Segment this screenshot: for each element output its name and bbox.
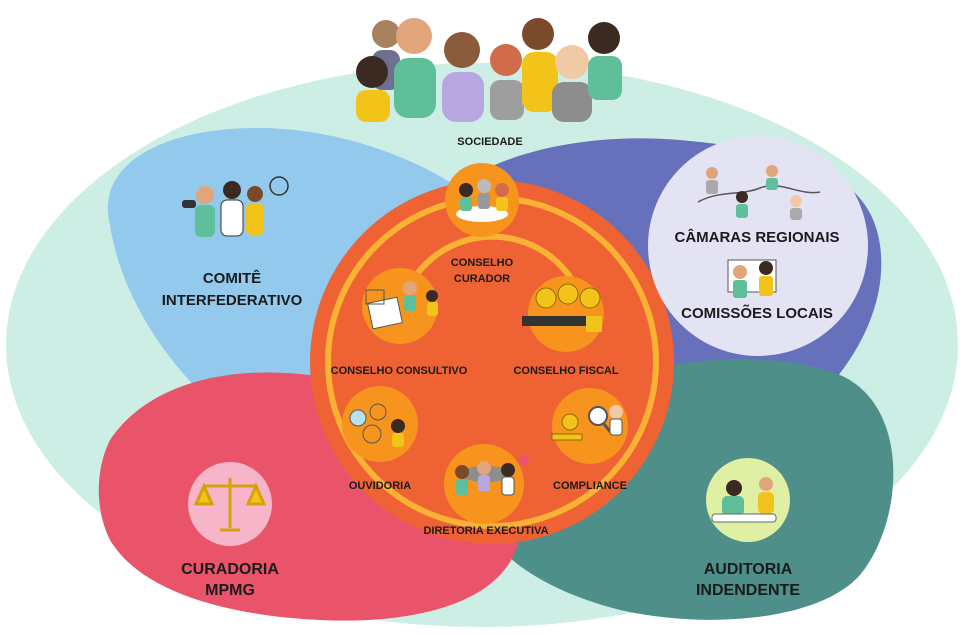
diretoria-executiva-label: DIRETORIA EXECUTIVA	[423, 525, 548, 537]
auditoria-icon-circle	[706, 458, 790, 542]
people-group-icon	[356, 18, 622, 122]
conselho-consultivo-label: CONSELHO CONSULTIVO	[331, 365, 468, 377]
local-meeting-icon	[727, 259, 777, 298]
auditoria-label-line1: AUDITORIA	[704, 561, 793, 578]
sociedade-label: SOCIEDADE	[457, 136, 522, 148]
camaras-regionais-label: CÂMARAS REGIONAIS	[674, 228, 839, 246]
compliance-node	[552, 388, 628, 464]
people-helping-icon	[711, 477, 777, 523]
conselho-curador-label-line2: CURADOR	[454, 273, 510, 285]
compliance-label: COMPLIANCE	[553, 480, 627, 492]
conselho-fiscal-label: CONSELHO FISCAL	[513, 365, 618, 377]
regional-map-icon	[697, 165, 821, 220]
coins-money-icon	[522, 283, 602, 332]
scales-icon	[193, 478, 267, 532]
comissoes-locais-label: COMISSÕES LOCAIS	[681, 304, 833, 322]
binoculars-people-icon	[182, 176, 289, 237]
auditoria-label-line2: INDENDENTE	[696, 582, 800, 599]
curadoria-label-line1: CURADORIA	[181, 561, 279, 578]
regional-inner-circle	[648, 136, 868, 356]
comite-label-line2: INTERFEDERATIVO	[162, 292, 303, 309]
speech-people-icon	[349, 403, 405, 447]
curadoria-label-line2: MPMG	[205, 582, 255, 599]
documents-checklist-icon	[365, 281, 438, 330]
magnifier-gears-icon	[551, 405, 623, 441]
conselho-curador-label-line1: CONSELHO	[451, 257, 514, 269]
ouvidoria-label: OUVIDORIA	[349, 480, 411, 492]
executive-team-icon	[455, 455, 529, 496]
council-meeting-icon	[456, 179, 509, 222]
comite-label-line1: COMITÊ	[203, 269, 261, 287]
